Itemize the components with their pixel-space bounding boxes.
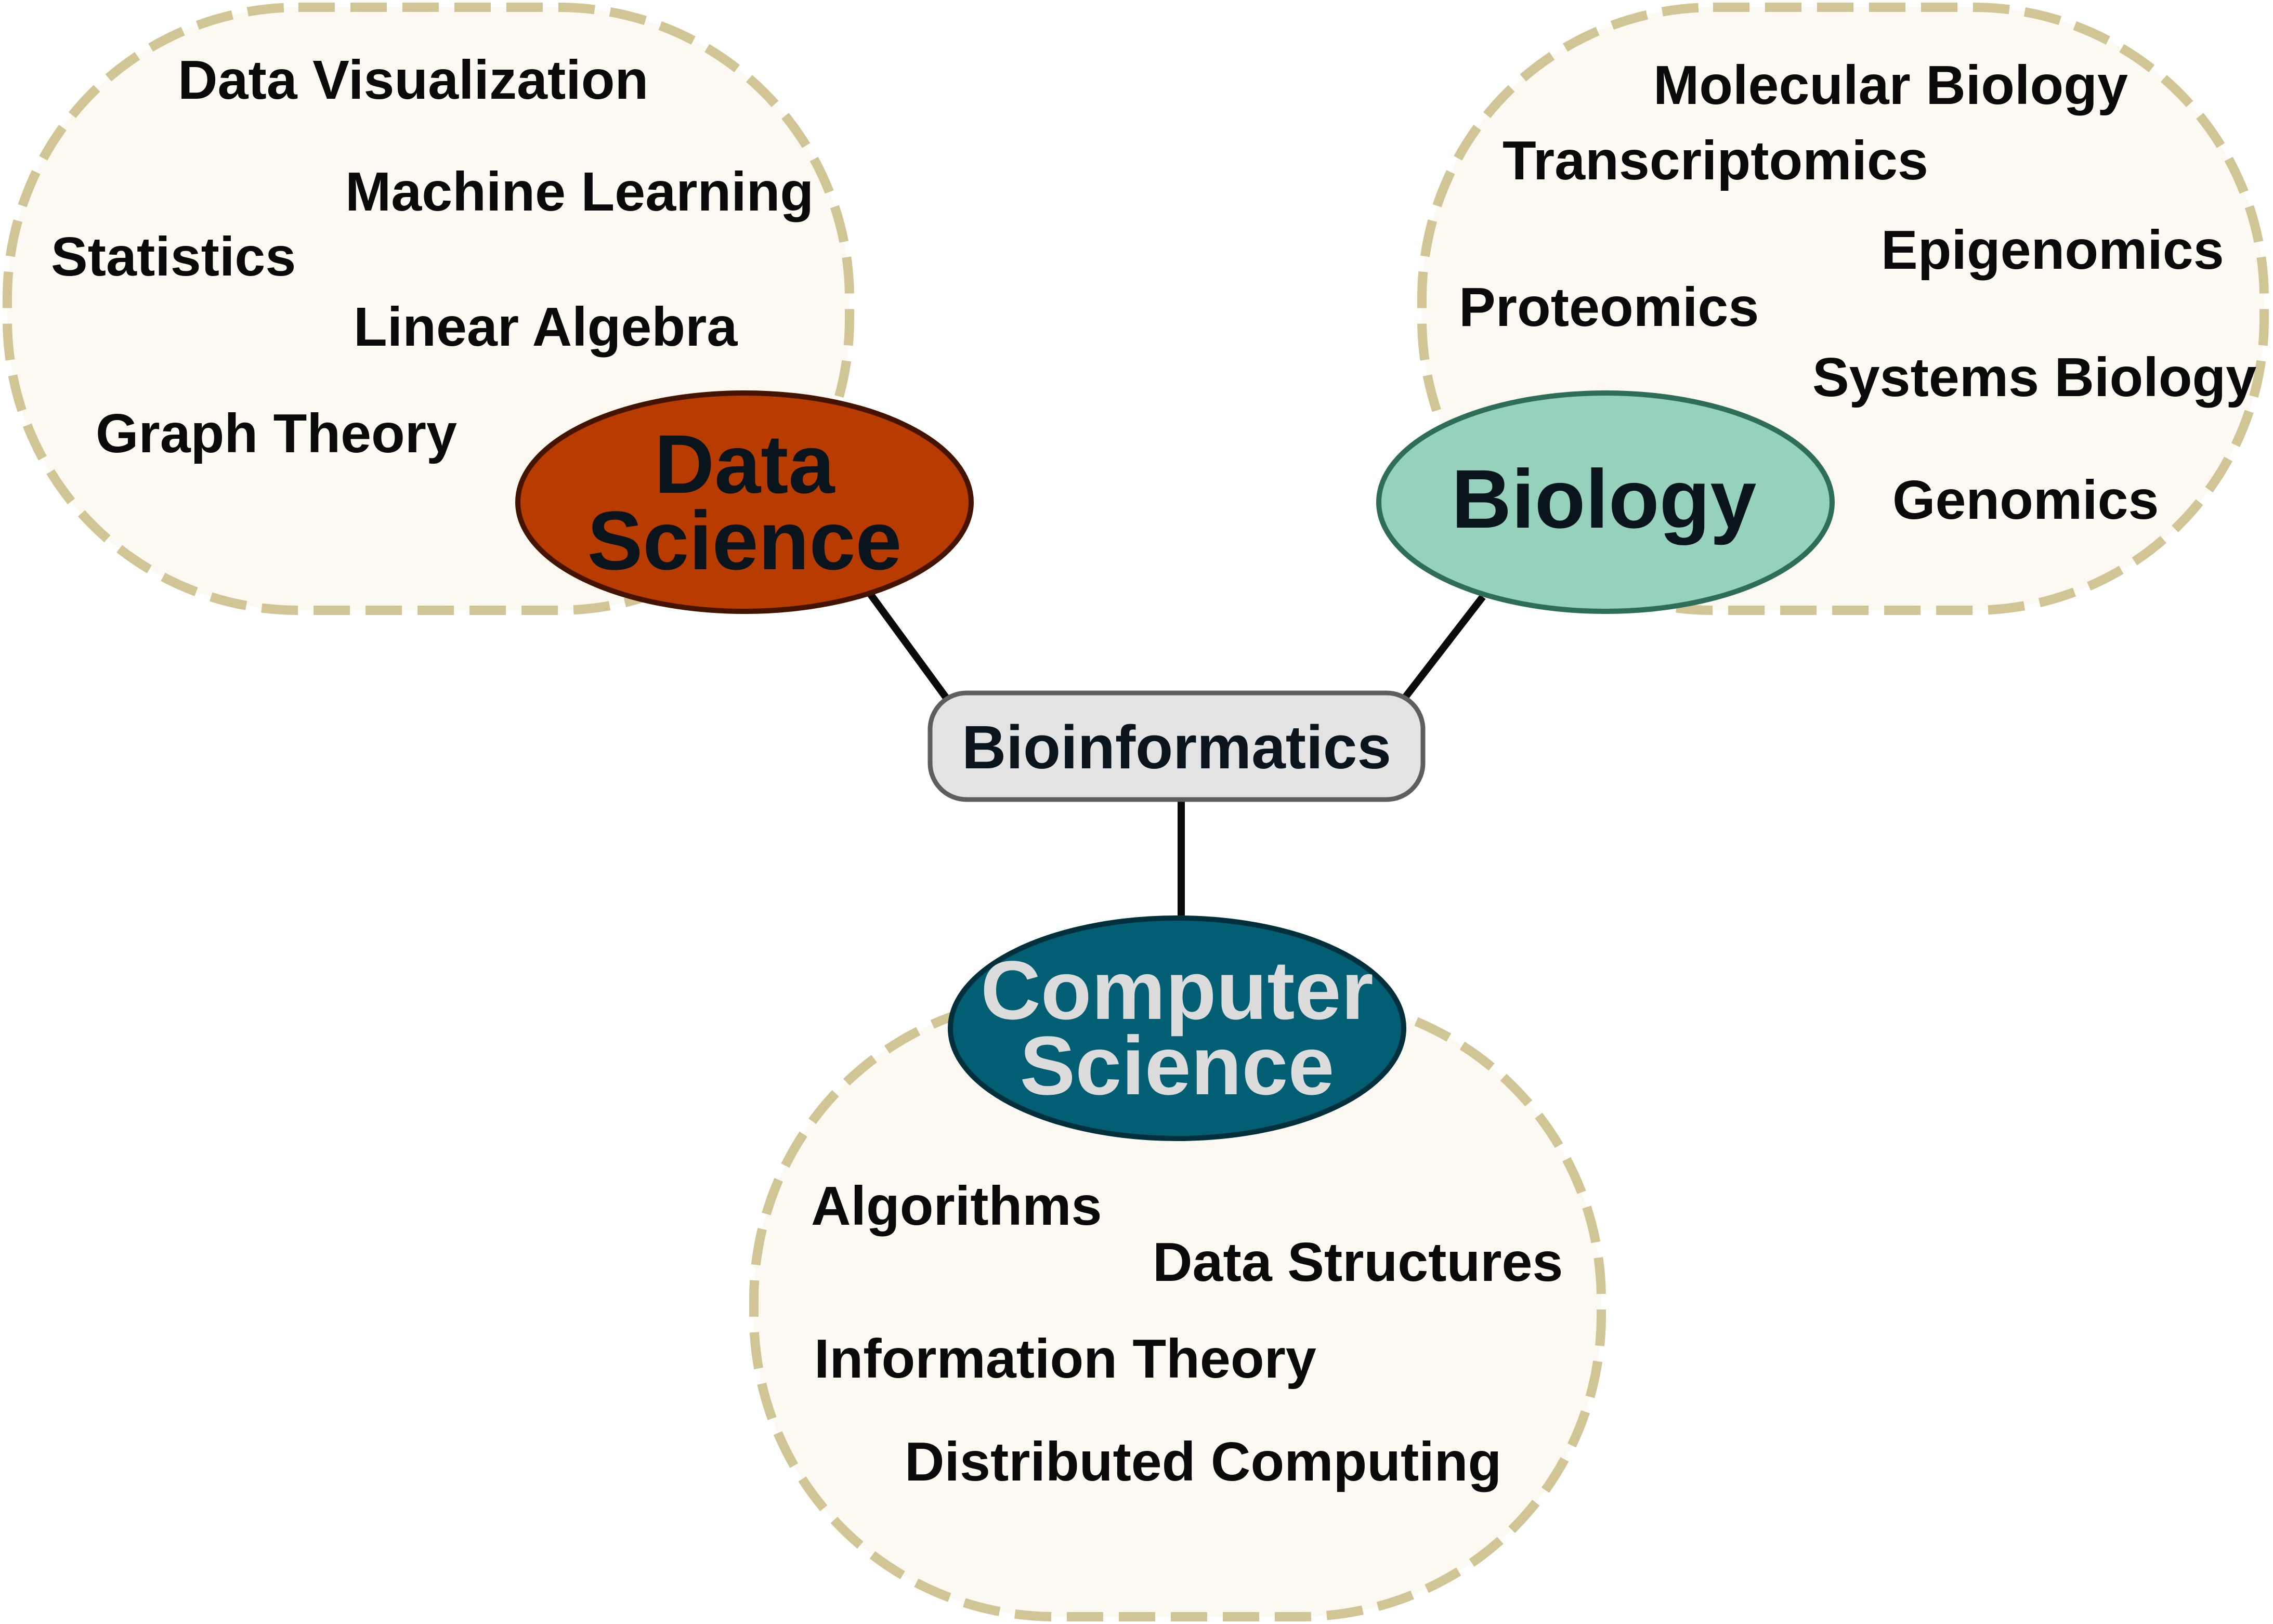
term: Linear Algebra bbox=[354, 296, 738, 358]
hub-biology: Biology bbox=[1376, 390, 1835, 614]
term: Molecular Biology bbox=[1653, 55, 2128, 116]
term: Information Theory bbox=[814, 1328, 1316, 1390]
term: Statistics bbox=[51, 226, 296, 287]
hub-label-line: Science bbox=[587, 494, 902, 587]
computer-science-ellipse bbox=[948, 915, 1406, 1141]
term: Data Visualization bbox=[178, 49, 648, 111]
hub-data-science: Data Science bbox=[515, 390, 974, 614]
term: Algorithms bbox=[811, 1175, 1102, 1237]
biology-ellipse bbox=[1376, 390, 1835, 614]
hub-label-line: Computer bbox=[981, 944, 1374, 1037]
term: Proteomics bbox=[1459, 277, 1759, 338]
hub-label-line: Data bbox=[655, 417, 835, 510]
biology-terms: Molecular Biology Transcriptomics Epigen… bbox=[1459, 55, 2256, 531]
hub-computer-science: Computer Science bbox=[948, 915, 1406, 1141]
computer-science-terms: Algorithms Data Structures Information T… bbox=[811, 1175, 1563, 1492]
term: Distributed Computing bbox=[905, 1431, 1501, 1492]
connector-data-science bbox=[866, 590, 950, 702]
center-label: Bioinformatics bbox=[962, 713, 1391, 782]
hub-label-line: Biology bbox=[1452, 452, 1757, 545]
center-node: Bioinformatics bbox=[928, 690, 1426, 802]
term: Epigenomics bbox=[1881, 219, 2224, 281]
term: Data Structures bbox=[1153, 1232, 1563, 1293]
term: Graph Theory bbox=[96, 403, 457, 464]
data-science-terms: Data Visualization Machine Learning Stat… bbox=[51, 49, 814, 464]
term: Genomics bbox=[1892, 469, 2159, 531]
term: Systems Biology bbox=[1812, 347, 2256, 408]
connector-biology bbox=[1401, 594, 1486, 702]
hub-label-line: Science bbox=[1020, 1019, 1335, 1112]
term: Transcriptomics bbox=[1503, 130, 1928, 191]
term: Machine Learning bbox=[345, 161, 814, 222]
data-science-ellipse bbox=[515, 390, 974, 614]
bioinformatics-box bbox=[928, 690, 1426, 802]
